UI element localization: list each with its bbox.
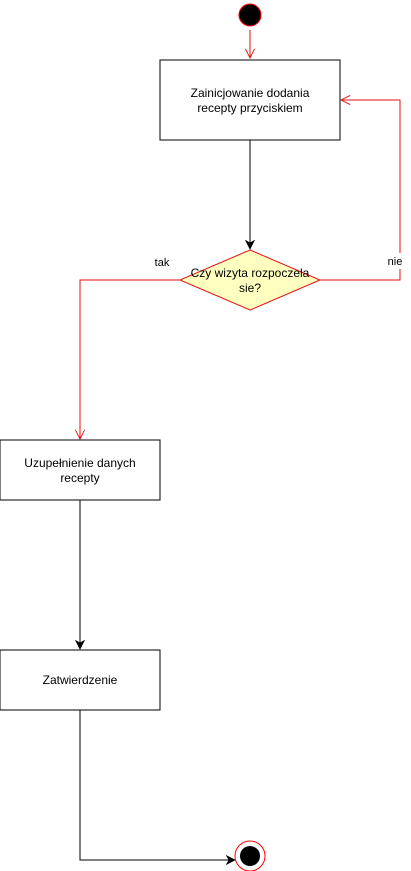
action-fill: Uzupełnienie danych recepty: [0, 439, 161, 501]
edge-confirm-to-end: [79, 710, 235, 860]
action-fill-line-1: Uzupełnienie danych: [24, 456, 135, 470]
action-fill-line-2: recepty: [60, 471, 99, 485]
decision-line-1: Czy wizyta rozpoczela: [191, 266, 310, 280]
action-init-box: [159, 59, 341, 141]
edge-decision-to-fill: [80, 279, 180, 439]
decision-diamond: [178, 249, 322, 311]
edges: [79, 30, 401, 860]
action-confirm-box: [0, 649, 161, 711]
action-init: Zainicjowanie dodania recepty przyciskie…: [159, 59, 341, 141]
decision-line-2: sie?: [239, 281, 261, 295]
edge-label-nie-bg: [384, 253, 406, 269]
final-node-dot: [240, 846, 260, 866]
action-init-line-2: recepty przyciskiem: [197, 101, 302, 115]
edge-label-nie: nie: [388, 256, 403, 268]
edge-label-tak-bg: [150, 254, 174, 270]
action-confirm: Zatwierdzenie: [0, 649, 161, 711]
action-fill-box: [0, 439, 161, 501]
decision-node: Czy wizyta rozpoczela sie?: [178, 249, 322, 311]
final-node: [234, 840, 266, 871]
action-init-line-1: Zainicjowanie dodania: [191, 86, 310, 100]
edge-label-tak: tak: [155, 257, 170, 269]
initial-node: [238, 3, 262, 27]
action-confirm-line-1: Zatwierdzenie: [43, 673, 118, 687]
edge-decision-to-init: [320, 100, 401, 281]
